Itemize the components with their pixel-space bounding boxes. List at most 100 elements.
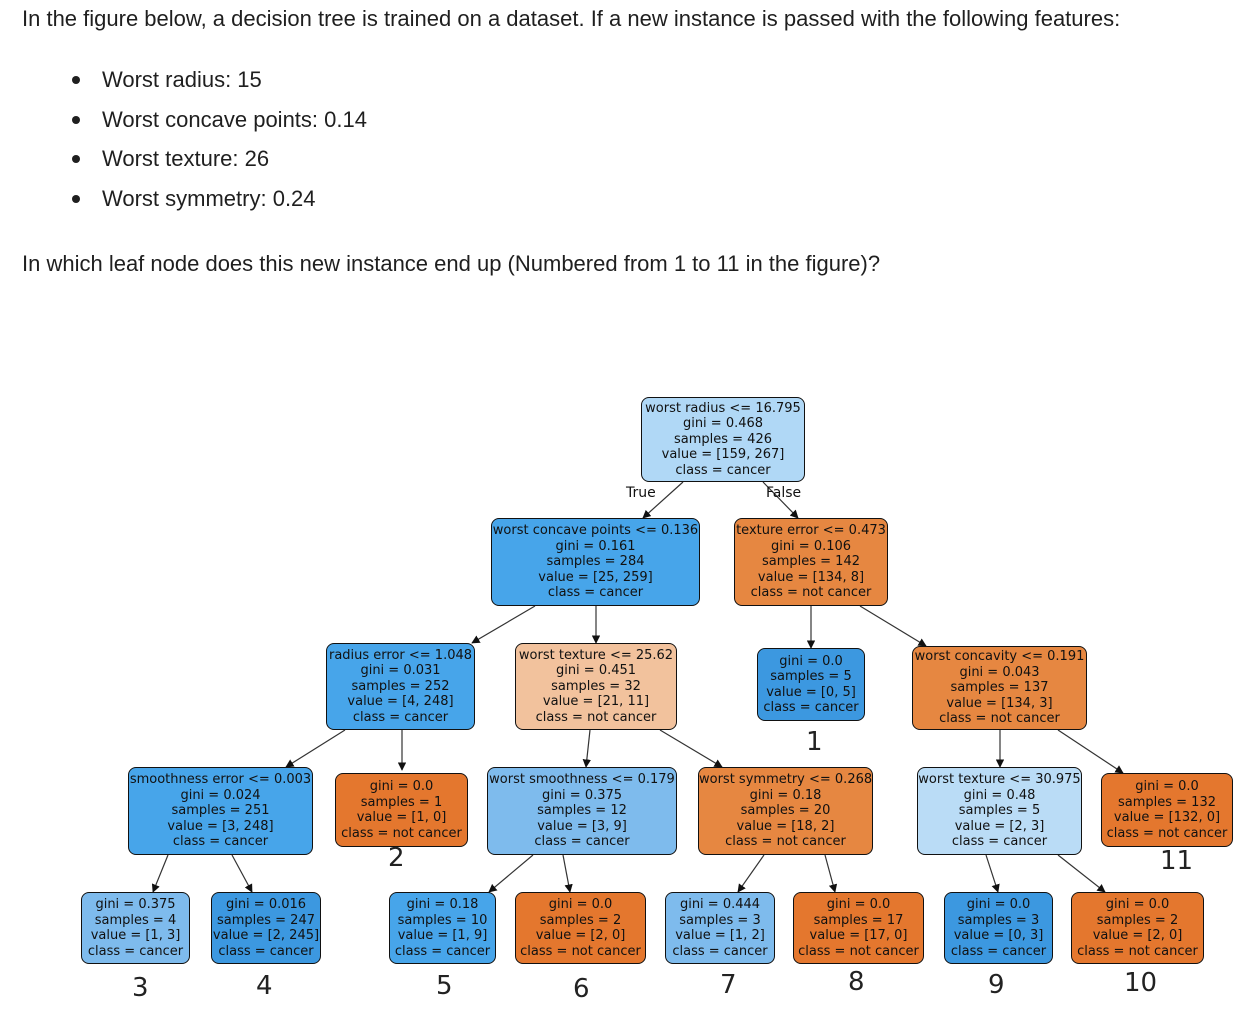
node-condition: worst symmetry <= 0.268: [699, 772, 872, 788]
node-samples: samples = 1: [360, 794, 443, 810]
node-class: class = not cancer: [798, 943, 919, 959]
node-value: value = [0, 5]: [766, 684, 856, 700]
tree-leaf: gini = 0.0 samples = 5 value = [0, 5] cl…: [757, 648, 865, 721]
edge-n1-n3: [471, 605, 536, 644]
node-samples: samples = 3: [957, 912, 1040, 928]
edge-n9-leaf10: [1057, 854, 1106, 893]
node-gini: gini = 0.161: [555, 538, 636, 554]
tree-leaf: gini = 0.0 samples = 2 value = [2, 0] cl…: [1071, 892, 1204, 964]
node-value: value = [1, 2]: [675, 928, 765, 943]
node-class: class = cancer: [218, 943, 314, 959]
node-gini: gini = 0.024: [180, 787, 261, 803]
node-condition: worst concave points <= 0.136: [492, 523, 699, 539]
leaf-number-label: 4: [256, 971, 273, 1001]
node-condition: worst texture <= 30.975: [918, 772, 1081, 788]
node-value: value = [3, 9]: [537, 818, 627, 834]
node-gini: gini = 0.106: [770, 538, 852, 554]
leaf-number-label: 10: [1124, 968, 1158, 998]
node-value: value = [21, 11]: [542, 694, 650, 710]
node-class: class = not cancer: [1077, 943, 1198, 959]
node-condition: radius error <= 1.048: [328, 647, 473, 663]
node-value: value = [134, 3]: [946, 695, 1053, 711]
node-gini: gini = 0.0: [369, 779, 434, 794]
tree-node: smoothness error <= 0.003 gini = 0.024 s…: [128, 767, 313, 855]
bullet-icon: [72, 155, 80, 163]
edge-n5-leaf11: [1057, 729, 1124, 774]
feature-text: Worst symmetry: 0.24: [102, 185, 316, 211]
node-gini: gini = 0.18: [749, 787, 822, 803]
bullet-icon: [72, 76, 80, 84]
feature-text: Worst concave points: 0.14: [102, 106, 367, 132]
node-condition: texture error <= 0.473: [736, 523, 886, 539]
node-class: class = not cancer: [520, 943, 641, 959]
node-value: value = [1, 3]: [90, 928, 181, 943]
leaf-number-label: 3: [132, 973, 149, 1003]
tree-leaf: gini = 0.375 samples = 4 value = [1, 3] …: [81, 892, 190, 964]
leaf-number-label: 9: [988, 970, 1005, 1000]
edge-n7-leaf5: [488, 854, 534, 893]
edge-n4-n8: [659, 729, 723, 768]
tree-node-root: worst radius <= 16.795 gini = 0.468 samp…: [641, 397, 805, 482]
bullet-icon: [72, 115, 80, 124]
node-value: value = [132, 0]: [1113, 810, 1221, 825]
node-gini: gini = 0.375: [541, 787, 623, 803]
tree-leaf: gini = 0.0 samples = 132 value = [132, 0…: [1101, 773, 1233, 847]
feature-text: Worst texture: 26: [102, 146, 270, 171]
edge-n8-leaf7: [737, 854, 765, 893]
leaf-number-label: 6: [573, 974, 590, 1004]
node-class: class = cancer: [352, 709, 449, 725]
node-condition: worst smoothness <= 0.179: [489, 772, 675, 788]
node-samples: samples = 3: [679, 912, 761, 928]
tree-node: worst symmetry <= 0.268 gini = 0.18 samp…: [698, 767, 873, 855]
node-value: value = [3, 248]: [167, 818, 274, 834]
node-gini: gini = 0.0: [1105, 897, 1170, 912]
node-class: class = cancer: [675, 462, 771, 478]
node-value: value = [2, 0]: [1092, 928, 1183, 943]
tree-node: radius error <= 1.048 gini = 0.031 sampl…: [326, 643, 475, 730]
tree-node: worst texture <= 30.975 gini = 0.48 samp…: [917, 767, 1082, 855]
node-value: value = [159, 267]: [661, 447, 785, 463]
node-gini: gini = 0.0: [1135, 779, 1199, 794]
edge-n6-leaf3: [151, 854, 169, 893]
node-value: value = [17, 0]: [809, 928, 908, 943]
node-class: class = cancer: [950, 943, 1047, 959]
node-gini: gini = 0.468: [682, 416, 764, 432]
tree-leaf: gini = 0.0 samples = 17 value = [17, 0] …: [793, 892, 924, 964]
node-value: value = [134, 8]: [757, 569, 865, 585]
node-gini: gini = 0.0: [966, 897, 1031, 912]
leaf-number-label: 8: [848, 967, 865, 997]
node-class: class = cancer: [534, 834, 630, 850]
node-samples: samples = 142: [761, 554, 860, 570]
node-samples: samples = 4: [94, 912, 177, 928]
node-gini: gini = 0.043: [959, 664, 1040, 680]
tree-node: worst texture <= 25.62 gini = 0.451 samp…: [515, 643, 677, 730]
node-samples: samples = 247: [216, 912, 315, 928]
node-gini: gini = 0.18: [406, 897, 479, 912]
tree-node: worst concavity <= 0.191 gini = 0.043 sa…: [912, 646, 1087, 730]
node-samples: samples = 2: [539, 912, 622, 928]
node-class: class = not cancer: [750, 585, 872, 601]
node-value: value = [1, 0]: [356, 810, 447, 825]
bullet-icon: [72, 194, 80, 203]
leaf-number-label: 1: [806, 727, 823, 757]
edge-root-n1: [642, 481, 684, 519]
edge-n2-n5: [859, 605, 927, 647]
node-samples: samples = 17: [813, 912, 904, 928]
tree-node: worst concave points <= 0.136 gini = 0.1…: [491, 518, 700, 606]
node-value: value = [25, 259]: [538, 569, 653, 585]
feature-item: Worst radius: 15: [72, 62, 367, 102]
tree-node: texture error <= 0.473 gini = 0.106 samp…: [734, 518, 888, 606]
node-class: class = not cancer: [341, 825, 462, 841]
node-class: class = cancer: [763, 700, 859, 715]
node-gini: gini = 0.48: [963, 787, 1036, 803]
leaf-number-label: 2: [388, 843, 405, 873]
edge-n3-n6: [285, 729, 346, 768]
node-samples: samples = 10: [397, 912, 488, 928]
tree-leaf: gini = 0.0 samples = 3 value = [0, 3] cl…: [944, 892, 1053, 964]
node-samples: samples = 132: [1117, 794, 1216, 810]
feature-list: Worst radius: 15 Worst concave points: 0…: [72, 62, 367, 220]
edge-root-n2: [762, 481, 799, 519]
node-samples: samples = 137: [950, 680, 1049, 696]
